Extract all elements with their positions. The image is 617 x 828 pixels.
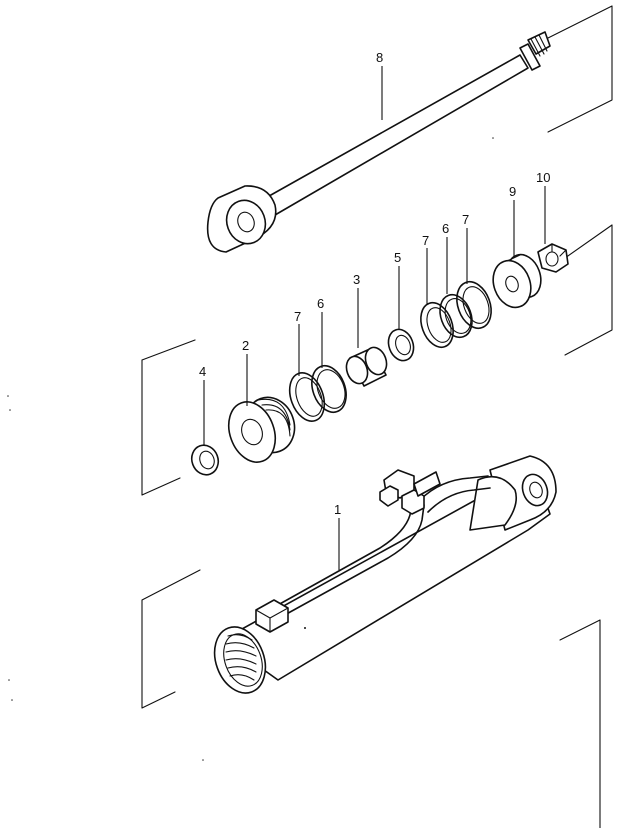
callout-7c: 7 bbox=[462, 212, 469, 227]
callout-2: 2 bbox=[242, 338, 249, 353]
callout-6b: 6 bbox=[442, 221, 449, 236]
scan-specks bbox=[7, 137, 494, 761]
sleeve-part-3 bbox=[345, 346, 388, 387]
seal-ring-7-mid bbox=[420, 301, 454, 349]
callout-10: 10 bbox=[536, 170, 550, 185]
callout-8: 8 bbox=[376, 50, 383, 65]
callouts: 8 10 9 7 6 7 5 3 6 7 2 4 1 bbox=[199, 50, 550, 517]
nut-part-10 bbox=[537, 243, 569, 273]
frame-lines bbox=[141, 5, 613, 828]
callout-4: 4 bbox=[199, 364, 206, 379]
seal-ring-7-left bbox=[288, 372, 326, 422]
leader-lines bbox=[203, 66, 546, 570]
callout-9: 9 bbox=[509, 184, 516, 199]
callout-1: 1 bbox=[334, 502, 341, 517]
seal-ring-7-right bbox=[456, 280, 492, 330]
piston-rod bbox=[206, 31, 551, 253]
o-ring-6-left bbox=[311, 364, 347, 414]
callout-6a: 6 bbox=[317, 296, 324, 311]
cylinder-head-part-2 bbox=[227, 396, 296, 463]
callout-7b: 7 bbox=[422, 233, 429, 248]
cylinder-tube-part-1 bbox=[213, 455, 557, 694]
piston-part-9 bbox=[492, 253, 542, 309]
o-ring-6-right bbox=[439, 293, 473, 339]
ring-part-5 bbox=[387, 328, 415, 362]
bushing-part-4 bbox=[190, 444, 220, 476]
callout-7a: 7 bbox=[294, 309, 301, 324]
callout-5: 5 bbox=[394, 250, 401, 265]
callout-3: 3 bbox=[353, 272, 360, 287]
